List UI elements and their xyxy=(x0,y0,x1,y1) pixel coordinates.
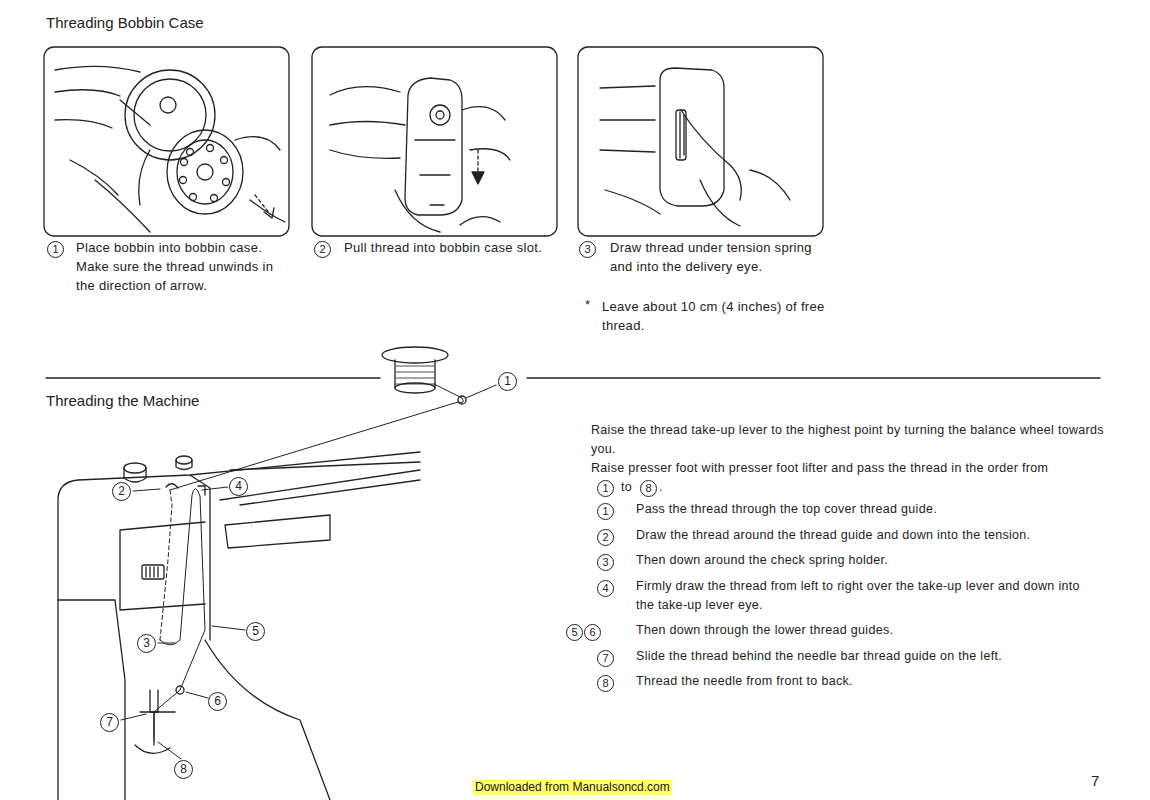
instruction-text: Place bobbin into bobbin case. Make sure… xyxy=(76,238,294,295)
callout-number: 1 xyxy=(47,241,64,258)
instruction-text: Raise the thread take-up lever to the hi… xyxy=(591,421,1106,459)
watermark: Downloaded from Manualsoncd.com xyxy=(473,780,672,795)
instruction-text: Draw thread under tension spring and int… xyxy=(610,238,835,276)
callout-number: 1 xyxy=(498,372,517,391)
callout-number: 3 xyxy=(597,554,614,571)
callout-number: 8 xyxy=(174,760,193,779)
instruction-text: Thread the needle from front to back. xyxy=(636,672,1096,691)
section-heading: Threading Bobbin Case xyxy=(46,14,204,32)
instruction-text: Firmly draw the thread from left to righ… xyxy=(636,577,1101,615)
callout-number: 5 xyxy=(246,622,265,641)
callout-number: 7 xyxy=(597,650,614,667)
callout-number: 5 xyxy=(566,624,583,641)
callout-number: 2 xyxy=(112,482,131,501)
section-heading: Threading the Machine xyxy=(46,392,199,410)
callout-number: 6 xyxy=(584,624,601,641)
callout-number: 1 xyxy=(597,503,614,520)
callout-number: 1 xyxy=(597,480,614,497)
callout-number: 6 xyxy=(208,692,227,711)
machine-sketch xyxy=(58,347,466,800)
instruction-text: Pass the thread through the top cover th… xyxy=(636,500,1096,519)
panel-frame xyxy=(44,47,289,236)
bobbin-case-sketch xyxy=(330,78,510,232)
callout-number: 2 xyxy=(314,241,331,258)
instruction-text: Then down through the lower thread guide… xyxy=(636,621,1096,640)
instruction-text: Pull thread into bobbin case slot. xyxy=(344,238,559,257)
instruction-text: Then down around the check spring holder… xyxy=(636,551,1096,570)
callout-number: 4 xyxy=(229,477,248,496)
instruction-text: to xyxy=(621,478,632,497)
callout-number: 7 xyxy=(100,713,119,732)
page-number: 7 xyxy=(1091,771,1100,790)
instruction-text: Leave about 10 cm (4 inches) of free thr… xyxy=(602,297,832,335)
leader-line xyxy=(121,385,496,759)
instruction-text: Slide the thread behind the needle bar t… xyxy=(636,647,1096,666)
callout-number: 4 xyxy=(597,580,614,597)
tension-spring-sketch xyxy=(600,68,790,226)
rule xyxy=(46,377,380,378)
instruction-text: Raise presser foot with presser foot lif… xyxy=(591,459,1048,478)
instruction-text: * xyxy=(585,295,590,314)
callout-number: 3 xyxy=(137,634,156,653)
bobbin-sketch xyxy=(55,66,285,232)
callout-number: 2 xyxy=(597,529,614,546)
instruction-text: . xyxy=(659,478,663,497)
rule xyxy=(527,377,1100,378)
instruction-text: Draw the thread around the thread guide … xyxy=(636,526,1096,545)
panel-frame xyxy=(578,47,823,236)
callout-number: 8 xyxy=(597,675,614,692)
panel-frame xyxy=(312,47,557,236)
callout-number: 8 xyxy=(640,480,657,497)
callout-number: 3 xyxy=(579,241,596,258)
